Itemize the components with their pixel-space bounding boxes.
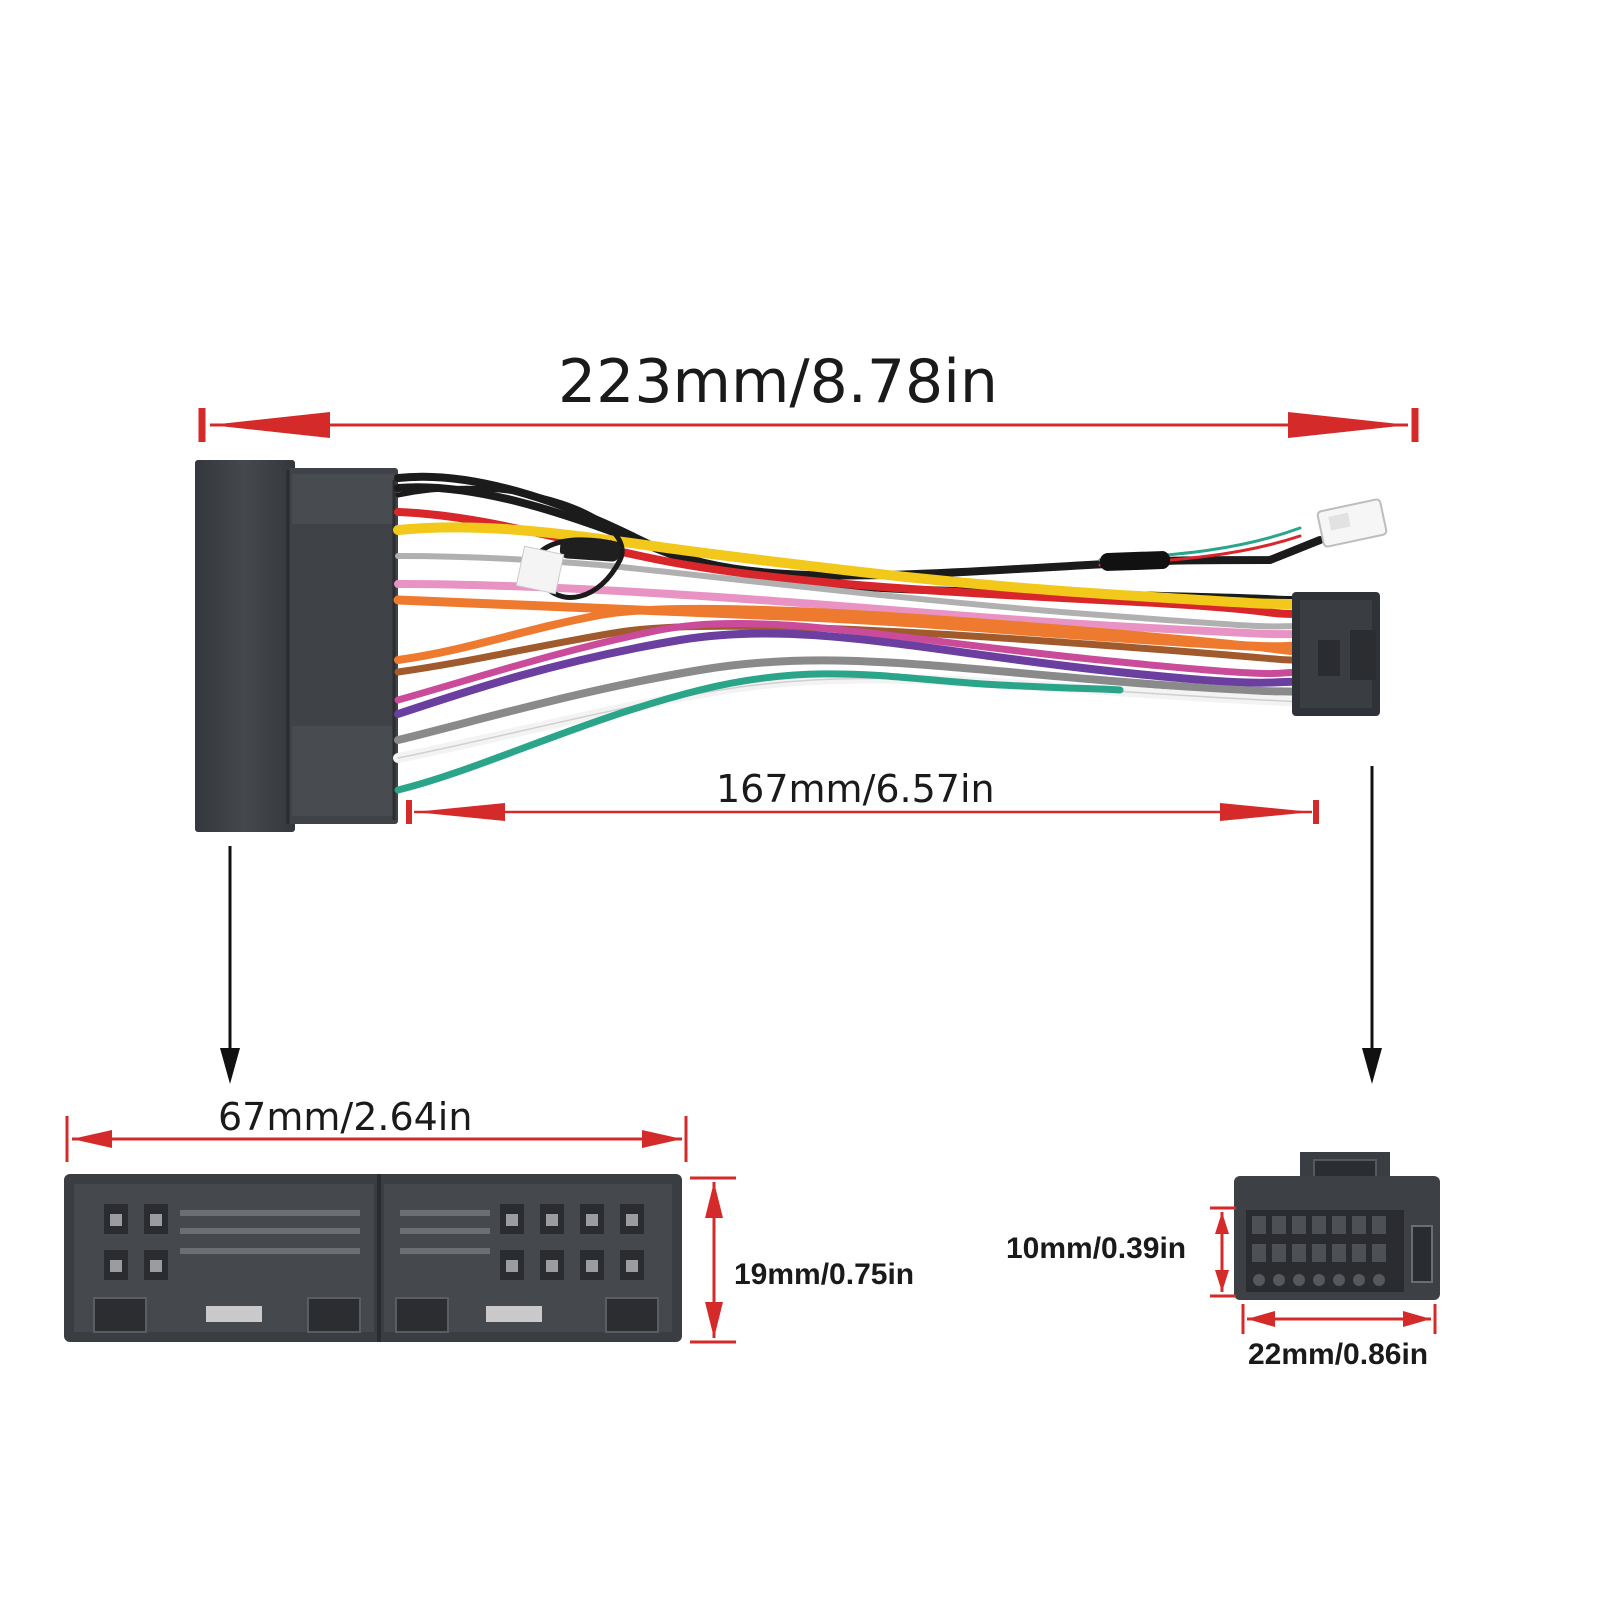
small-white-plug	[1316, 498, 1388, 548]
small-plug-width-label: 22mm/0.86in	[1248, 1338, 1429, 1371]
dimension-small-plug-width	[1241, 1304, 1437, 1334]
harness-main-connector	[195, 460, 398, 832]
dimension-large-plug-width	[65, 1116, 688, 1162]
dimension-large-plug-height	[690, 1176, 736, 1344]
harness-radio-connector	[1292, 592, 1380, 716]
wire-length-label: 167mm/6.57in	[716, 767, 995, 811]
large-plug-height-label: 19mm/0.75in	[734, 1258, 915, 1291]
wire-bundle	[393, 472, 1324, 794]
pointer-arrow-left	[220, 846, 240, 1084]
small-plug-height-label: 10mm/0.39in	[1006, 1232, 1187, 1265]
dimension-overall-length	[198, 408, 1419, 442]
small-plug-face	[1234, 1152, 1440, 1300]
overall-length-label: 223mm/8.78in	[558, 347, 998, 417]
dimension-wire-length	[406, 800, 1319, 824]
large-plug-face	[64, 1174, 682, 1342]
large-plug-width-label: 67mm/2.64in	[218, 1095, 473, 1139]
pointer-arrow-right	[1362, 766, 1382, 1084]
dimension-small-plug-height	[1210, 1206, 1236, 1298]
